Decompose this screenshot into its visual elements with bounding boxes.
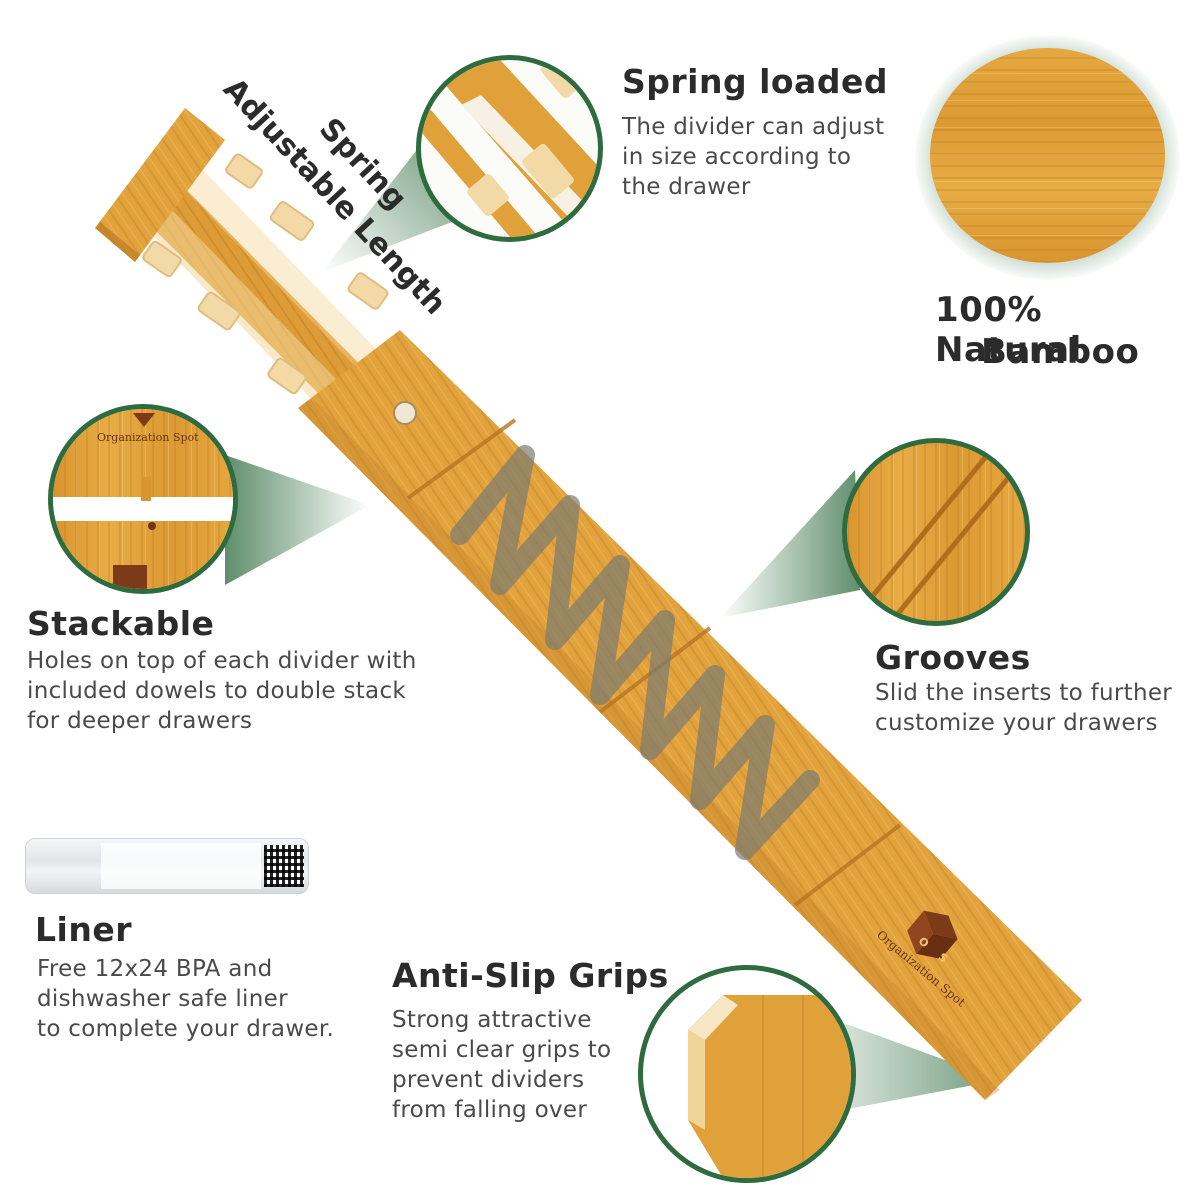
stackable-detail-circle: Organization Spot [48,404,238,594]
liner-line: Free 12x24 BPA and [37,956,273,982]
grooves-line: Slid the inserts to further [875,680,1173,706]
callout-cone-stackable [225,455,370,585]
anti-slip-grip-detail [688,995,851,1178]
anti-slip-line: from falling over [392,1097,588,1123]
callout-cone-grooves [720,470,860,618]
stackable-line: included dowels to double stack [27,678,407,704]
end-cap [95,108,225,262]
grooves-title: Grooves [875,638,1031,677]
spring-loaded-title: Spring loaded [622,62,888,101]
natural-bamboo-line1: 100% Natural [935,290,1082,370]
spring-loaded-line: the drawer [622,174,751,200]
spring-detail-image [421,60,598,237]
spring-loaded-line: The divider can adjust [622,114,885,140]
spring-detail-circle [416,55,603,242]
grooves-detail-circle [842,438,1030,626]
liner-description: Free 12x24 BPA and dishwasher safe liner… [37,954,334,1044]
liner-qr-code-icon [264,845,304,887]
bamboo-sample-image [930,48,1165,263]
stackable-logo-text: Organization Spot [97,431,199,444]
stackable-line: for deeper drawers [27,708,253,734]
spring-loaded-line: in size according to [622,144,852,170]
anti-slip-title: Anti-Slip Grips [392,956,669,995]
anti-slip-line: prevent dividers [392,1067,585,1093]
anti-slip-description: Strong attractive semi clear grips to pr… [392,1005,611,1125]
spring-coil [450,445,820,860]
dowel-hole [148,522,156,530]
liner-title: Liner [35,910,132,949]
grooves-line: customize your drawers [875,710,1158,736]
liner-line: to complete your drawer. [37,1016,335,1042]
stackable-title: Stackable [27,604,215,643]
stackable-line: Holes on top of each divider with [27,648,417,674]
stackable-description: Holes on top of each divider with includ… [27,646,417,736]
groove-lines-detail [865,443,1024,621]
liner-line: dishwasher safe liner [37,986,288,1012]
spring-pegs [142,153,389,395]
spring-loaded-description: The divider can adjust in size according… [622,112,885,202]
natural-bamboo-line2: Bamboo [981,332,1140,372]
grooves-description: Slid the inserts to further customize yo… [875,678,1172,738]
anti-slip-line: Strong attractive [392,1007,592,1033]
stackable-logo-cube-icon [113,565,147,589]
anti-slip-line: semi clear grips to [392,1037,612,1063]
dowel-peg [141,477,151,501]
liner-label [101,843,261,889]
product-logo-cube [907,910,958,959]
divider-knob [393,401,417,425]
anti-slip-detail-circle [638,965,856,1183]
liner-roll-image [25,838,309,894]
